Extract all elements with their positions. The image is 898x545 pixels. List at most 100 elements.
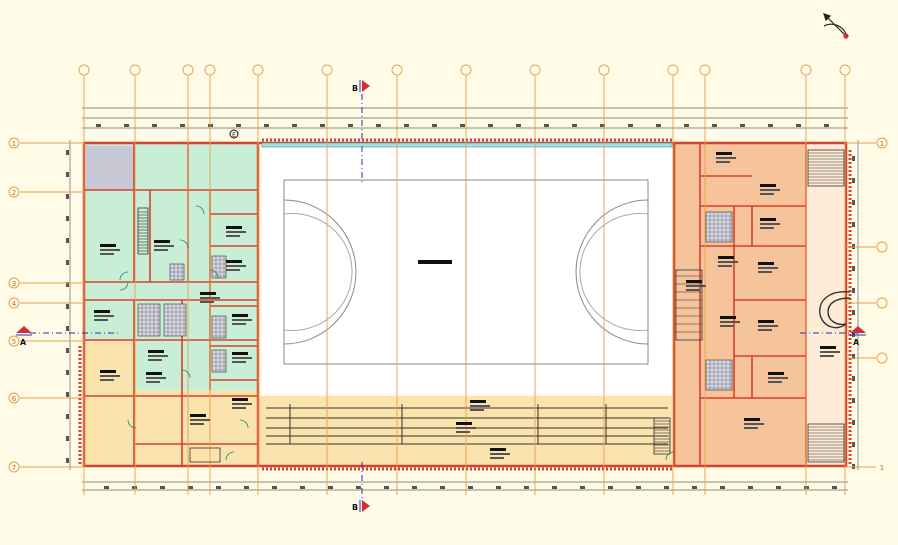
- room-label-bar: [190, 419, 210, 421]
- axis-label-left-6: 6: [12, 395, 17, 403]
- dimension-tick: [852, 156, 855, 161]
- dimension-tick: [852, 222, 855, 227]
- room-label-bar: [100, 379, 114, 381]
- room-label-bar: [226, 269, 240, 271]
- grid-axis-bubble: [204, 64, 216, 76]
- dimension-tick: [852, 376, 855, 381]
- dimension-tick: [516, 124, 521, 127]
- axis-label-right-last: 1: [880, 464, 884, 472]
- room-label-bar: [94, 319, 108, 321]
- room-label-bar: [720, 321, 740, 323]
- dimension-tick: [608, 486, 613, 489]
- section-marker-icon: [16, 326, 32, 336]
- room-label-bar: [760, 193, 774, 195]
- dimension-tick: [104, 486, 109, 489]
- dimension-tick: [66, 282, 69, 287]
- dimension-tick: [132, 486, 137, 489]
- axis-label-left-5: 5: [12, 338, 16, 346]
- grid-axis-bubble: [460, 64, 472, 76]
- tile-grid: [211, 315, 227, 339]
- dimension-tick: [160, 486, 165, 489]
- dimension-tick: [796, 124, 801, 127]
- dimension-tick: [66, 304, 69, 309]
- room-label-bar: [232, 319, 252, 321]
- room-label-bar: [148, 355, 168, 357]
- dimension-tick: [628, 124, 633, 127]
- room-label-bar: [768, 381, 782, 383]
- section-marker-icon: [359, 80, 370, 92]
- doors: [119, 205, 675, 461]
- stand-zone-left: [84, 340, 136, 466]
- room-label-bar: [716, 161, 730, 163]
- room-label-bar: [200, 297, 220, 299]
- room-label-bar: [768, 372, 784, 375]
- room-label-bar: [190, 423, 204, 425]
- dimension-tick: [852, 442, 855, 447]
- axis-labels-left: 1 2 3 4 5 6 7: [8, 137, 20, 473]
- dimension-tick: [552, 486, 557, 489]
- dimension-tick: [468, 486, 473, 489]
- room-label-bar: [718, 256, 734, 259]
- dimension-tick: [320, 124, 325, 127]
- dimension-tick: [66, 436, 69, 441]
- room-label-bar: [154, 240, 170, 243]
- room-label-bar: [94, 315, 114, 317]
- grid-axis-bubble: [800, 64, 812, 76]
- dimension-tick: [432, 124, 437, 127]
- room-label-bar: [758, 262, 774, 265]
- room-label-bar: [146, 372, 162, 375]
- room-label-bar: [758, 329, 772, 331]
- room-label-bar: [232, 314, 248, 317]
- room-label-bar: [232, 403, 252, 405]
- room-label-bar: [760, 189, 780, 191]
- office-zone: [674, 144, 806, 466]
- stair-steps: [138, 152, 844, 461]
- room-label-bar: [226, 265, 246, 267]
- room-label-bar: [718, 265, 732, 267]
- room-label-bar: [100, 249, 120, 251]
- axis-label-left-1: 1: [12, 140, 16, 148]
- dimension-tick: [412, 486, 417, 489]
- reference-marker: E: [229, 129, 239, 139]
- room-label-bar: [686, 289, 700, 291]
- section-line-a: A A: [16, 326, 866, 347]
- room-label-bar: [232, 407, 246, 409]
- dimension-tick: [572, 124, 577, 127]
- dimension-tick: [66, 392, 69, 397]
- dimension-tick: [66, 260, 69, 265]
- dimension-tick: [776, 486, 781, 489]
- dimension-tick: [66, 150, 69, 155]
- dimension-tick: [852, 310, 855, 315]
- dimension-tick: [748, 486, 753, 489]
- room-label-bar: [716, 157, 736, 159]
- dimension-tick: [66, 216, 69, 221]
- dimension-tick: [96, 124, 101, 127]
- reference-marker-label: E: [232, 132, 236, 139]
- room-label-bar: [232, 361, 246, 363]
- section-marker-icon: [359, 500, 370, 512]
- dimension-tick: [684, 124, 689, 127]
- room-label-bar: [686, 285, 706, 287]
- dimension-tick: [496, 486, 501, 489]
- room-label-bar: [154, 245, 174, 247]
- dimension-tick: [636, 486, 641, 489]
- grid-axis-bubble: [699, 64, 711, 76]
- dimension-tick: [124, 124, 129, 127]
- dimension-tick: [852, 398, 855, 403]
- dimension-tick: [328, 486, 333, 489]
- room-label-bar: [758, 320, 774, 323]
- room-label-bar: [232, 357, 252, 359]
- room-label-bar: [146, 381, 160, 383]
- dimension-tick: [236, 124, 241, 127]
- room-label-bar: [768, 377, 788, 379]
- room-label-bar: [744, 427, 758, 429]
- room-label-bar: [100, 244, 116, 247]
- axis-labels-right: 1 1: [876, 137, 888, 472]
- section-marker-icon: [850, 326, 866, 336]
- section-label-right: A: [853, 338, 860, 347]
- dimension-tick: [544, 124, 549, 127]
- dimension-tick: [600, 124, 605, 127]
- dimension-tick: [580, 486, 585, 489]
- section-label-left: A: [20, 338, 27, 347]
